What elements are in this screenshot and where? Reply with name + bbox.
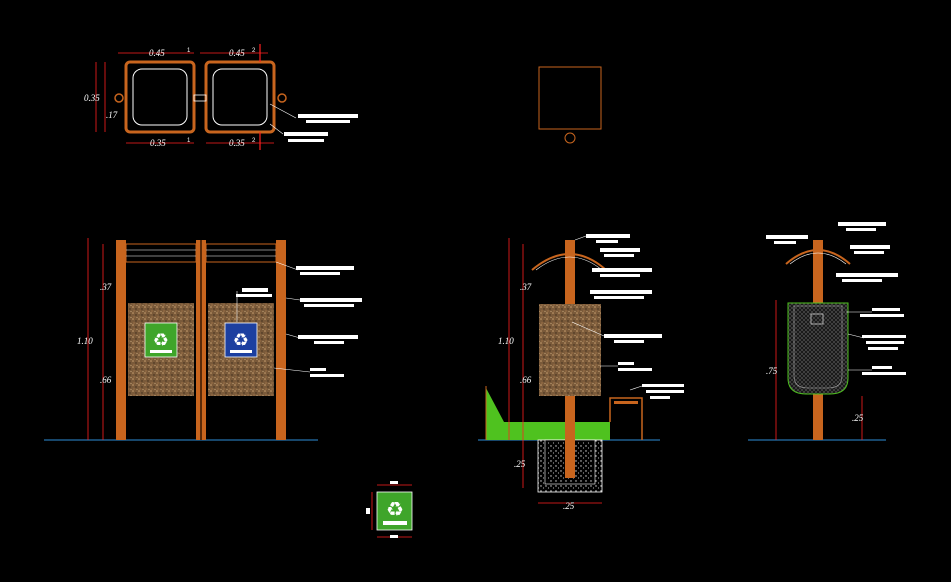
- dim-section-upper: .37: [520, 282, 532, 292]
- bin-elevation: .75 .25: [748, 222, 906, 441]
- dim-plan-bottom-left: 0.35: [150, 138, 166, 148]
- dim-bin-height: .75: [766, 366, 778, 376]
- dim-bin-clearance: .25: [852, 413, 864, 423]
- dim-footing-width: .25: [563, 501, 575, 511]
- dim-front-upper: .37: [100, 282, 112, 292]
- section-mark-1b: 1: [187, 138, 191, 144]
- dim-front-total: 1.10: [77, 336, 93, 346]
- sign-detail: ♻: [366, 481, 413, 538]
- hanging-bin: [787, 302, 849, 395]
- section-mark-2a: 2: [252, 48, 256, 54]
- plan-post-right: [277, 93, 287, 103]
- section-mark-1a: 1: [187, 48, 191, 54]
- recycle-icon: ♻: [233, 330, 249, 351]
- recycle-sign-blue: ♻: [224, 322, 258, 358]
- dim-front-lower: .66: [100, 375, 112, 385]
- recycle-sign-green: ♻: [144, 322, 178, 358]
- plan-view: 0.45 0.45 0.35 0.35 0.35 .17 1 1 2 2: [84, 44, 358, 150]
- dim-section-total: 1.10: [498, 336, 514, 346]
- dim-plan-left-outer: 0.35: [84, 93, 100, 103]
- label-block: [298, 114, 358, 118]
- plan-basket-left: [124, 60, 196, 134]
- recycle-icon: ♻: [153, 330, 169, 351]
- bin-plan-view: [538, 66, 602, 144]
- bin-panel-section: [539, 304, 601, 396]
- dim-footing-depth: .25: [514, 459, 526, 469]
- recycle-icon: ♻: [386, 497, 404, 521]
- side-section: 1.10 .37 .66 .25 .25: [478, 234, 684, 511]
- section-mark-2b: 2: [252, 138, 256, 144]
- dim-plan-top-right: 0.45: [229, 48, 245, 58]
- grass-area: [486, 388, 610, 440]
- arched-roof: [531, 253, 607, 271]
- wooden-post-right: [276, 240, 286, 440]
- plan-basket-right: [204, 60, 276, 134]
- plan-post-left: [114, 93, 124, 103]
- dim-plan-left-inner: .17: [106, 110, 118, 120]
- dim-plan-bottom-right: 0.35: [229, 138, 245, 148]
- dim-section-lower: .66: [520, 375, 532, 385]
- dim-plan-top-left: 0.45: [149, 48, 165, 58]
- wooden-post-left: [116, 240, 126, 440]
- front-elevation: ♻ ♻ 1.10 .37 .66: [44, 238, 362, 441]
